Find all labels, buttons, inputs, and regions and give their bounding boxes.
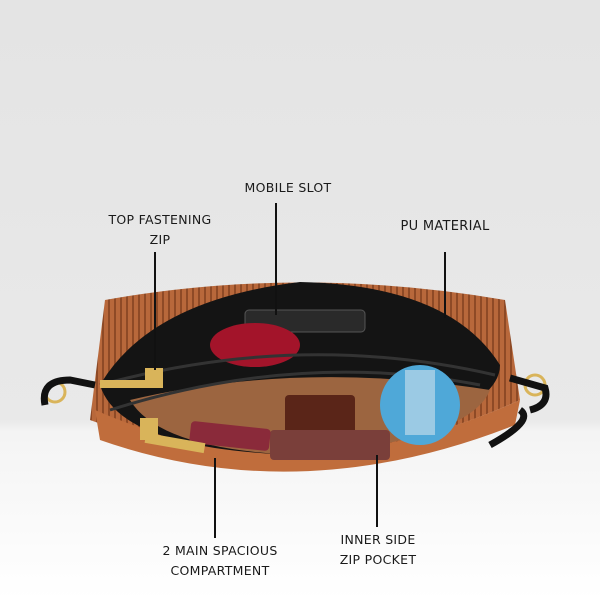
label-top-zip-line2: ZIP <box>149 232 171 247</box>
label-mobile-slot: MOBILE SLOT <box>244 180 332 195</box>
pointer-mobile-slot <box>275 203 277 315</box>
label-compartment-line2: COMPARTMENT <box>170 563 270 578</box>
label-top-zip-line1: TOP FASTENING <box>108 212 212 227</box>
label-pu-material: PU MATERIAL <box>400 219 490 234</box>
pointer-compartment <box>214 458 216 538</box>
label-compartment-line1: 2 MAIN SPACIOUS <box>162 543 278 558</box>
label-top-zip: TOP FASTENING ZIP <box>100 210 220 250</box>
pointer-top-zip <box>154 252 156 370</box>
label-inner-pocket: INNER SIDE ZIP POCKET <box>318 530 438 570</box>
pointer-pu-material <box>444 252 446 318</box>
label-compartment: 2 MAIN SPACIOUS COMPARTMENT <box>145 541 295 581</box>
label-inner-pocket-line1: INNER SIDE <box>340 532 416 547</box>
pointer-inner-pocket <box>376 455 378 527</box>
label-inner-pocket-line2: ZIP POCKET <box>339 552 417 567</box>
